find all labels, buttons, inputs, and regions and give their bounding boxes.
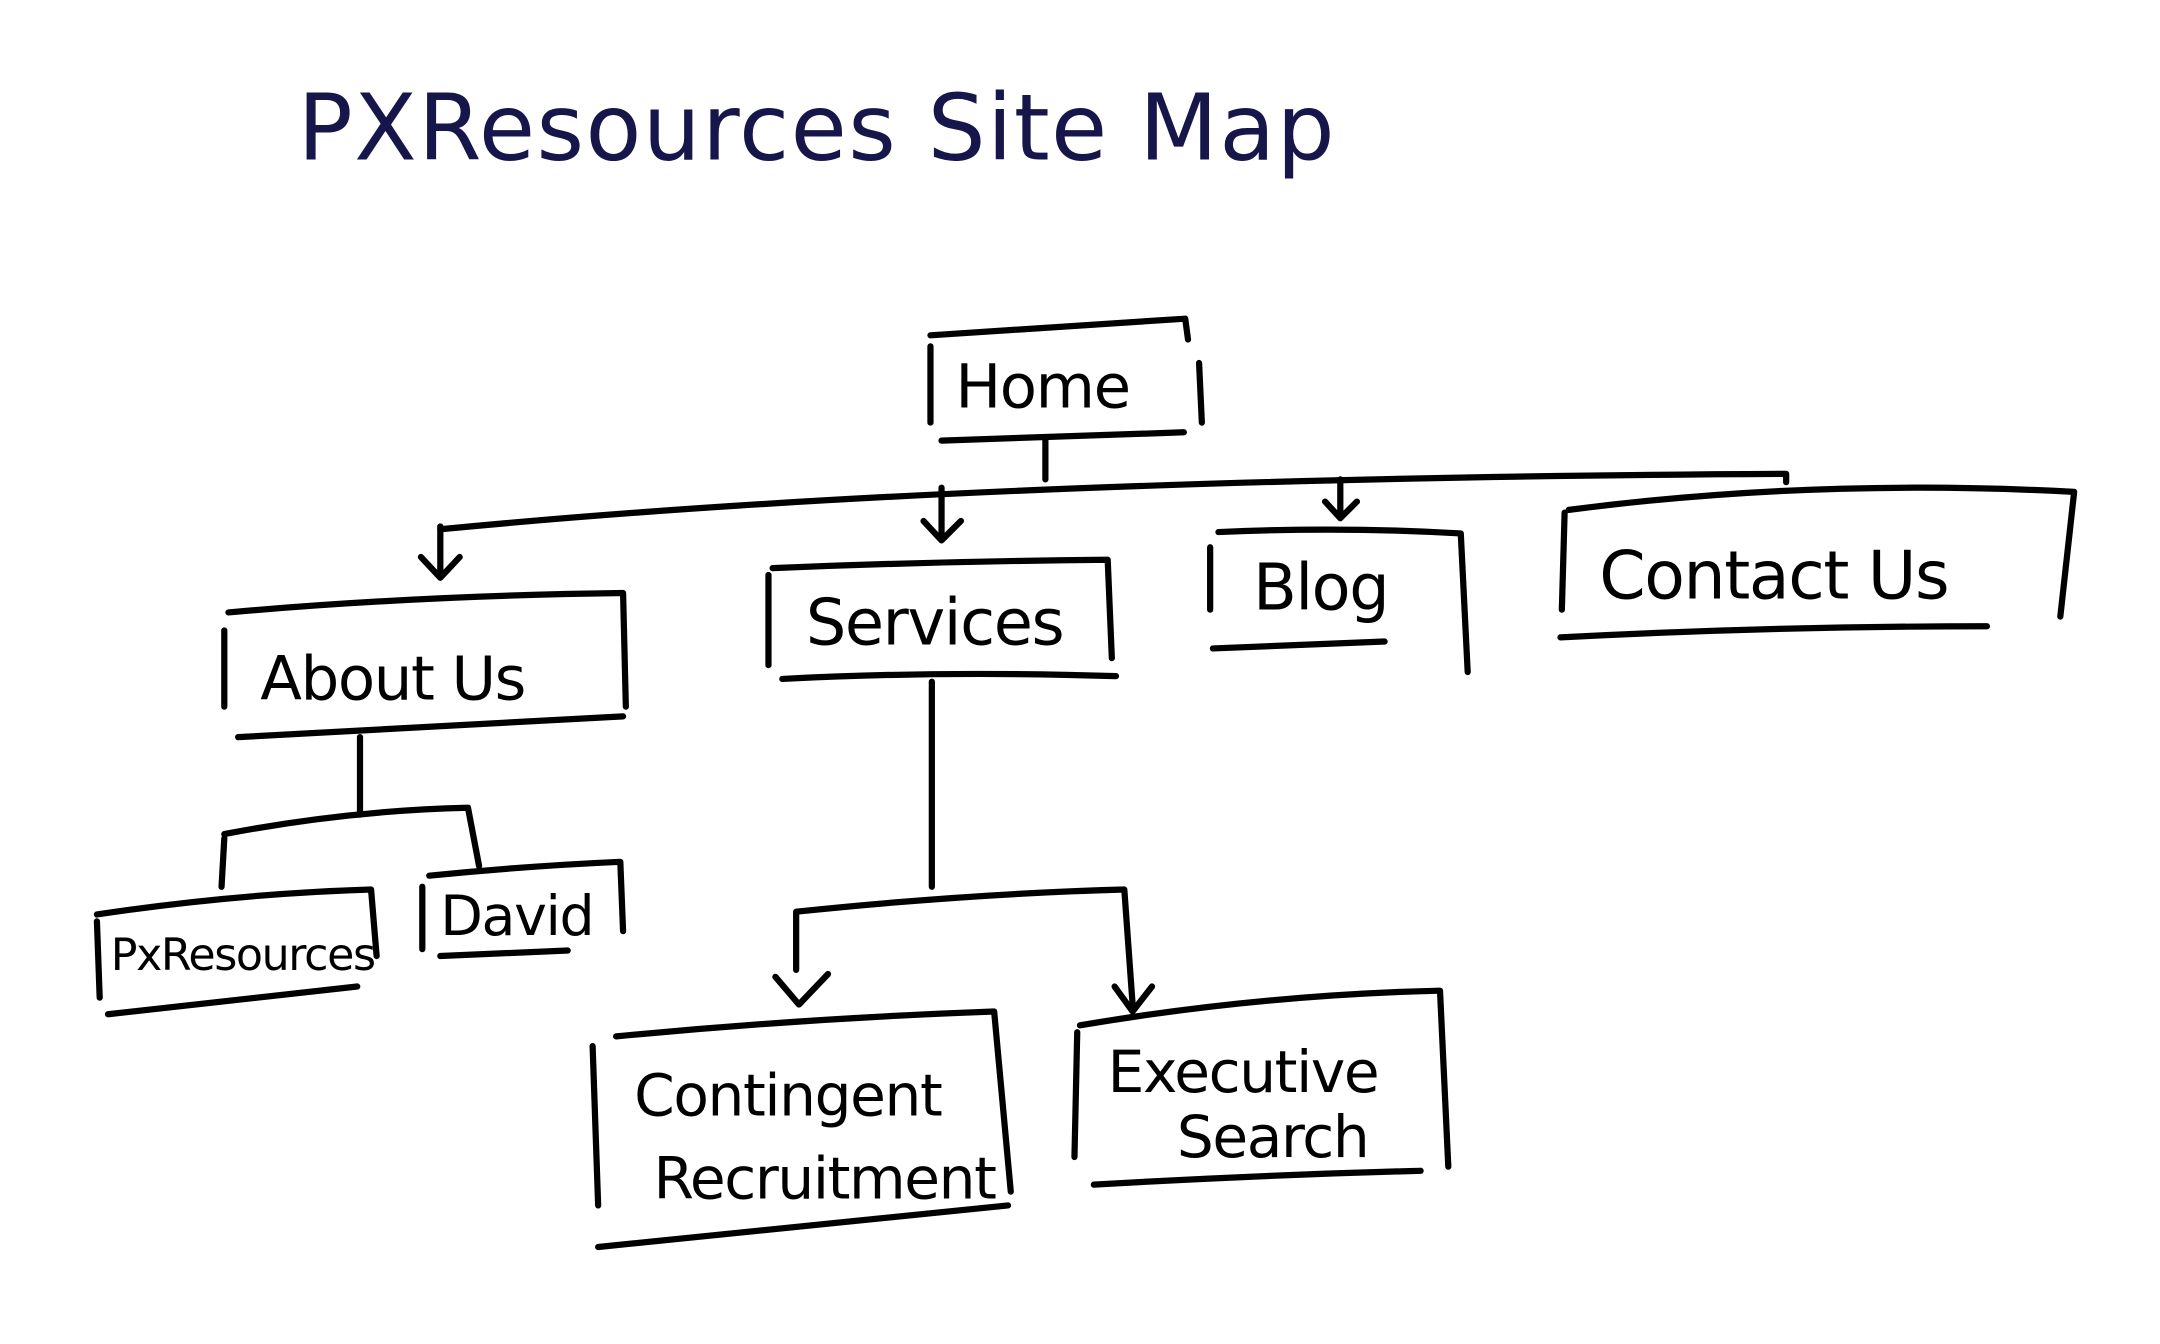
node-home: Home	[927, 315, 1205, 444]
node-services-label: Services	[806, 586, 1063, 660]
arrow-to-blog	[1321, 476, 1361, 522]
node-blog-label: Blog	[1253, 552, 1388, 626]
node-contact-us: Contact Us	[1557, 484, 2078, 641]
arrow-to-contingent-recruitment	[772, 970, 832, 1008]
node-david-label: David	[440, 885, 593, 949]
arrow-to-executive-search	[1111, 983, 1156, 1015]
node-services: Services	[765, 556, 1120, 683]
node-executive-label-line2: Search	[1177, 1103, 1368, 1171]
node-about-us: About Us	[221, 589, 629, 741]
node-pxresources-label: PxResources	[111, 930, 375, 981]
connectors-services	[772, 678, 1156, 1015]
diagram-title: PXResources Site Map	[298, 74, 1336, 181]
node-david: David	[419, 858, 627, 960]
node-contingent-recruitment: Contingent Recruitment	[589, 1008, 1014, 1251]
node-home-label: Home	[955, 351, 1129, 422]
node-contingent-label-line1: Contingent	[634, 1061, 942, 1129]
arrow-to-about-us	[417, 523, 463, 581]
connectors-about-us	[218, 734, 483, 890]
connectors-home	[417, 437, 1790, 581]
node-contact-us-label: Contact Us	[1599, 537, 1948, 615]
arrow-to-services	[920, 484, 965, 544]
node-about-us-label: About Us	[260, 644, 525, 715]
node-pxresources: PxResources	[93, 886, 380, 1018]
node-executive-label-line1: Executive	[1108, 1038, 1379, 1106]
node-contingent-label-line2: Recruitment	[654, 1144, 997, 1212]
node-executive-search: Executive Search	[1071, 987, 1452, 1188]
node-blog: Blog	[1207, 526, 1471, 676]
